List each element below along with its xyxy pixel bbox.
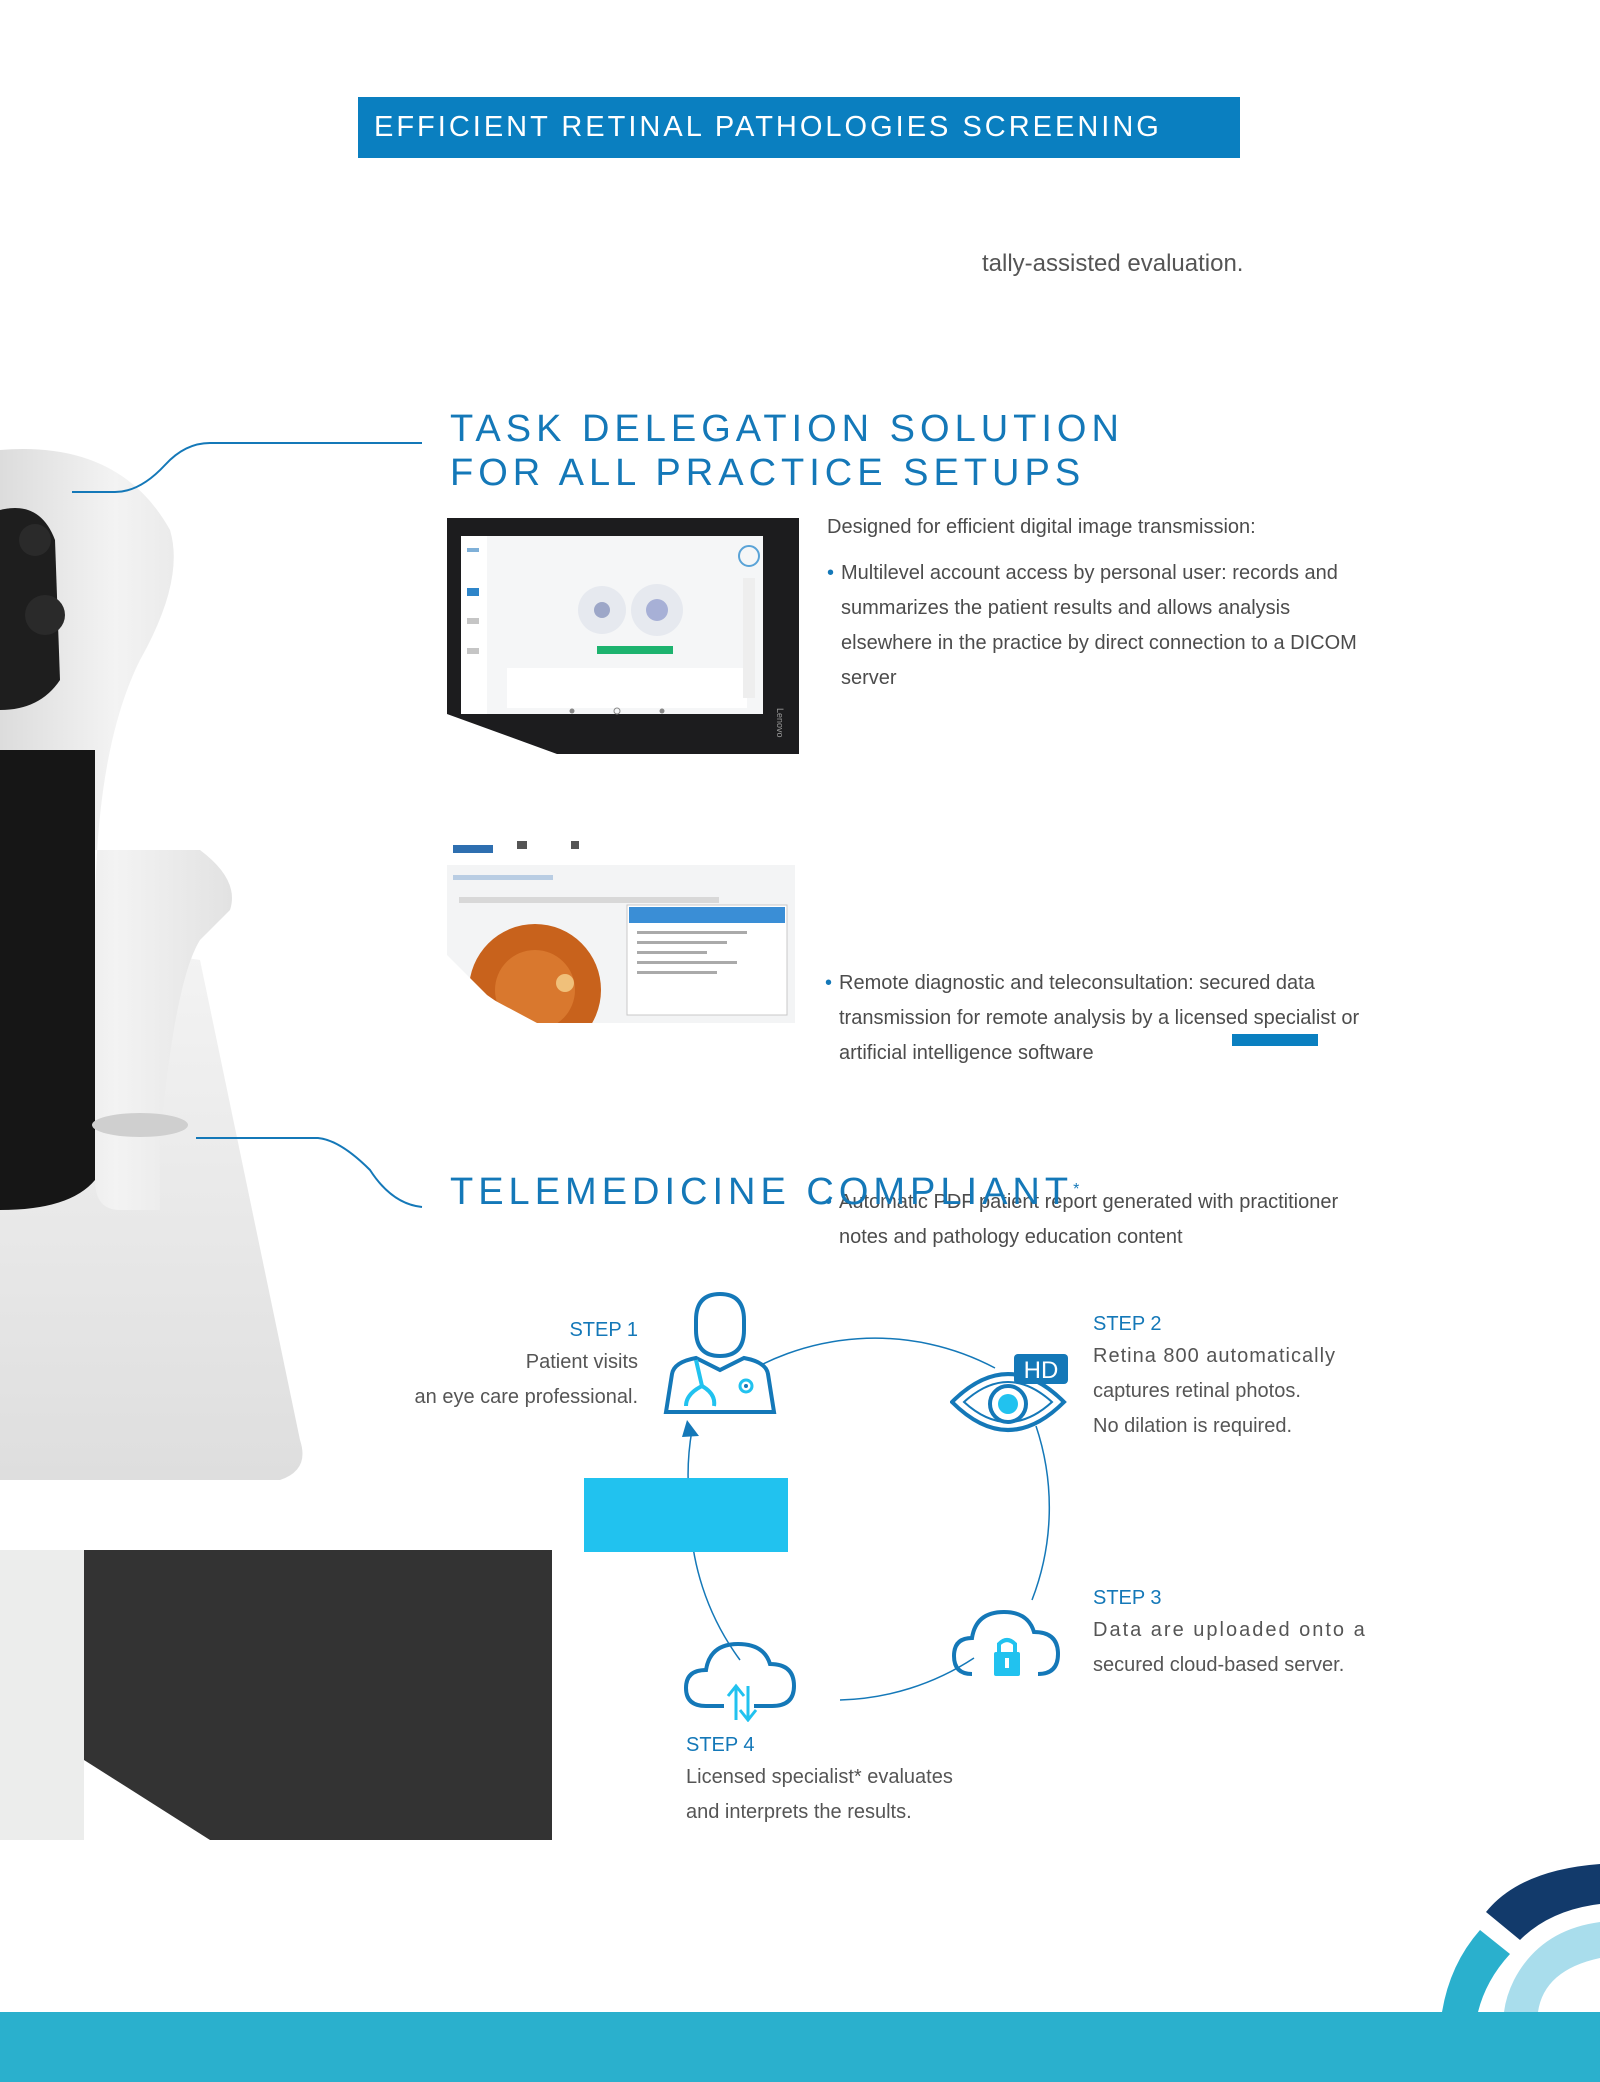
cyan-accent-block: [584, 1478, 788, 1552]
step-1-line-2: an eye care professional.: [414, 1386, 638, 1408]
step-2-label: STEP 2: [1093, 1313, 1162, 1335]
decorative-arcs: [1442, 1864, 1600, 2012]
step-4-block: STEP 4 Licensed specialist* evaluates an…: [686, 1730, 1026, 1830]
step-1-label: STEP 1: [569, 1319, 638, 1341]
step-3-block: STEP 3 Data are uploaded onto a secured …: [1093, 1583, 1413, 1683]
step-3-label: STEP 3: [1093, 1587, 1162, 1609]
cloud-transfer-icon: [684, 1641, 796, 1722]
asterisk-mark: *: [1073, 1181, 1080, 1198]
bullet-multilevel-access: •Multilevel account access by personal u…: [827, 556, 1376, 696]
cloud-lock-icon: [952, 1609, 1061, 1676]
report-screenshot: [447, 835, 795, 1023]
intro-text-fragment: tally-assisted evaluation.: [982, 250, 1244, 277]
footer-bar: [0, 2012, 1600, 2082]
step-1-line-1: Patient visits: [525, 1351, 638, 1373]
tablet-screenshot: Lenovo: [447, 518, 799, 754]
step-2-line-1: Retina 800 automatically: [1093, 1345, 1337, 1367]
step-4-label: STEP 4: [686, 1734, 755, 1756]
doctor-icon: [663, 1291, 777, 1414]
bullet-pdf-report: •Automatic PDF patient report generated …: [825, 1185, 1374, 1255]
accent-bar: [1232, 1034, 1318, 1046]
task-delegation-heading: TASK DELEGATION SOLUTION FOR ALL PRACTIC…: [450, 408, 1124, 494]
step-1-block: STEP 1 Patient visits an eye care profes…: [330, 1315, 638, 1415]
step-2-line-3: No dilation is required.: [1093, 1415, 1292, 1437]
step-2-block: STEP 2 Retina 800 automatically captures…: [1093, 1309, 1393, 1444]
task-intro-text: Designed for efficient digital image tra…: [827, 516, 1256, 538]
hd-badge-text: HD: [1024, 1357, 1059, 1384]
bullet-dot: •: [827, 562, 835, 584]
telemedicine-heading: TELEMEDICINE COMPLIANT*: [450, 1171, 1080, 1213]
hd-eye-icon: HD: [950, 1354, 1068, 1432]
device-photo: [0, 449, 552, 1840]
section-banner: EFFICIENT RETINAL PATHOLOGIES SCREENING: [358, 97, 1240, 158]
callout-lines: [72, 442, 423, 1208]
step-3-line-2: secured cloud-based server.: [1093, 1654, 1345, 1676]
bullet-remote-diagnostic: •Remote diagnostic and teleconsultation:…: [825, 966, 1374, 1071]
step-2-line-2: captures retinal photos.: [1093, 1380, 1301, 1402]
step-3-line-1: Data are uploaded onto a: [1093, 1619, 1367, 1641]
step-4-line-2: and interprets the results.: [686, 1801, 912, 1823]
step-4-line-1: Licensed specialist* evaluates: [686, 1766, 953, 1788]
bullet-dot: •: [825, 1191, 833, 1213]
bullet-dot: •: [825, 972, 833, 994]
tablet-brand-label: Lenovo: [775, 708, 785, 738]
